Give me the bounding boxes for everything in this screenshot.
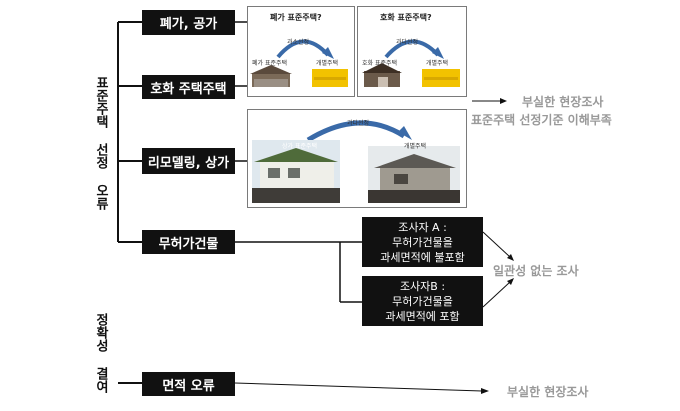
surveyor-b-line3: 과세면적에 포함 <box>385 309 460 323</box>
panel1-right-caption: 개별주택 <box>316 60 339 67</box>
panel1-left-caption: 폐가 표준주택 <box>252 60 288 67</box>
label-lack-of-accuracy: 정확성 결여 <box>93 313 108 393</box>
category-remodeling: 리모델링, 상가 <box>142 148 235 174</box>
surveyor-a-line1: 조사자 A : <box>398 220 447 234</box>
panel2-left-caption: 호화 표준주택 <box>362 60 398 67</box>
surveyor-a-line2: 무허가건물을 <box>392 235 453 249</box>
category-abandoned-house: 폐가, 공가 <box>142 10 235 35</box>
panel2-graphic <box>362 39 460 87</box>
label-selection-error: 표준주택 선정 오류 <box>93 76 108 210</box>
panel-abandoned-example: 폐가 표준주택? 과소선정 폐가 표준주택 개별주택 <box>247 6 355 97</box>
category-area-error: 면적 오류 <box>142 372 235 396</box>
surveyor-b-box: 조사자B : 무허가건물을 과세면적에 포함 <box>362 276 483 326</box>
panel1-arrow-label: 과소선정 <box>287 39 310 46</box>
panel2-right-caption: 개별주택 <box>426 60 449 67</box>
result-poor-survey: 부실한 현장조사 <box>522 95 604 109</box>
result-poor-survey-2: 부실한 현장조사 <box>507 385 589 399</box>
panel3-right-caption: 개별주택 <box>404 143 427 150</box>
panel-remodeling-example: 과다선정 상가 표준주택 개별주택 <box>247 109 467 208</box>
category-luxury-house: 호화 주택주택 <box>142 75 235 99</box>
panel2-arrow-label: 과다선정 <box>396 39 419 46</box>
result-misunderstanding: 표준주택 선정기준 이해부족 <box>471 113 612 127</box>
panel-luxury-example: 호화 표준주택? 과다선정 호화 표준주택 개별주택 <box>357 6 467 97</box>
panel3-arrow-label: 과다선정 <box>347 120 370 127</box>
surveyor-a-line3: 과세면적에 불포함 <box>380 250 465 264</box>
panel1-graphic <box>250 39 348 87</box>
category-unlicensed-building: 무허가건물 <box>142 230 235 254</box>
surveyor-b-line1: 조사자B : <box>399 279 446 293</box>
panel2-title: 호화 표준주택? <box>380 13 432 22</box>
panel1-title: 폐가 표준주택? <box>270 13 322 22</box>
surveyor-b-line2: 무허가건물을 <box>392 294 453 308</box>
panel3-left-caption: 상가 표준주택 <box>282 143 318 150</box>
panel3-graphic <box>252 120 460 203</box>
result-inconsistent-survey: 일관성 없는 조사 <box>493 264 579 278</box>
surveyor-a-box: 조사자 A : 무허가건물을 과세면적에 불포함 <box>362 217 483 267</box>
